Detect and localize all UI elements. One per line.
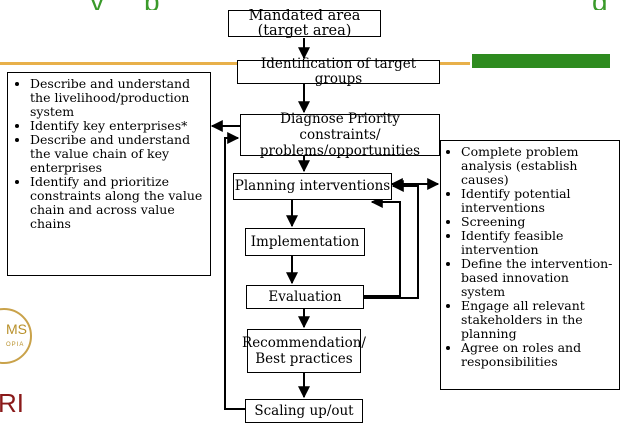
arrow-evaluation-loop-planning xyxy=(364,180,419,299)
header-accent-bar xyxy=(472,54,610,68)
box-mandated-area: Mandated area (target area) xyxy=(228,8,381,38)
arrow-evaluation-loop-inner xyxy=(364,196,401,297)
box-planning-interventions: Planning interventions xyxy=(233,173,392,200)
right-panel-item: Complete problem analysis (establish cau… xyxy=(461,145,613,187)
left-panel-diagnose-steps: Describe and understand the livelihood/p… xyxy=(7,72,211,276)
right-panel-item: Engage all relevant stakeholders in the … xyxy=(461,299,613,341)
box-implementation: Implementation xyxy=(245,228,365,256)
left-panel-item: Identify key enterprises* xyxy=(30,119,204,133)
logo-opia-text: OPIA xyxy=(6,342,25,348)
slide-title-fragment: y p g xyxy=(0,0,626,10)
right-panel-item: Identify feasible intervention xyxy=(461,229,613,257)
box-identification-target-groups: Identification of target groups xyxy=(237,57,440,87)
left-panel-item: Describe and understand the value chain … xyxy=(30,133,204,175)
title-fragment: g xyxy=(592,0,608,10)
header-rule xyxy=(0,62,470,65)
box-scaling: Scaling up/out xyxy=(245,399,363,423)
box-diagnose-constraints: Diagnose Priority constraints/ problems/… xyxy=(240,111,440,159)
right-panel-item: Identify potential interventions xyxy=(461,187,613,215)
right-panel-planning-steps: Complete problem analysis (establish cau… xyxy=(440,140,620,390)
right-panel-item: Define the intervention-based innovation… xyxy=(461,257,613,299)
title-fragment: y xyxy=(90,0,104,10)
left-panel-item: Identify and prioritize constraints alon… xyxy=(30,175,204,231)
right-panel-item: Agree on roles and responsibilities xyxy=(461,341,613,369)
box-recommendation: Recommendation/ Best practices xyxy=(242,329,366,373)
left-panel-item: Describe and understand the livelihood/p… xyxy=(30,77,204,119)
logo-ri-text: RI xyxy=(0,388,24,418)
title-fragment: p xyxy=(144,0,160,10)
right-panel-item: Screening xyxy=(461,215,613,229)
box-evaluation: Evaluation xyxy=(246,285,364,309)
logo-ms-text: MS xyxy=(6,321,27,337)
arrow-scaling-loop-diagnose xyxy=(224,132,245,410)
